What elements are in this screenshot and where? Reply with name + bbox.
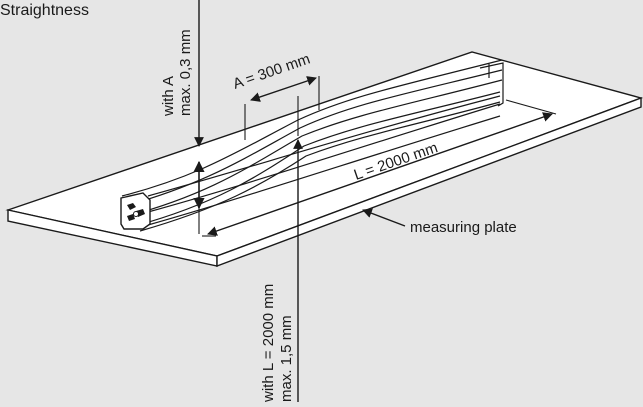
dimension-l-arrow	[207, 112, 553, 236]
tolerance-l-label-line2: max. 1,5 mm	[278, 315, 295, 402]
plate-label: measuring plate	[410, 219, 517, 236]
profile-end-section	[120, 192, 151, 230]
dimension-a-arrow	[250, 76, 317, 102]
tolerance-a-label-line2: max. 0,3 mm	[177, 29, 194, 116]
length-a-label: A = 300 mm	[231, 51, 313, 93]
dimension-l	[202, 99, 557, 237]
figure-title: Straightness	[0, 2, 89, 19]
tolerance-a-label-line1: with A	[160, 76, 177, 117]
tolerance-l-label-line1: with L = 2000 mm	[260, 284, 277, 403]
plate-leader-arrow	[362, 208, 406, 227]
